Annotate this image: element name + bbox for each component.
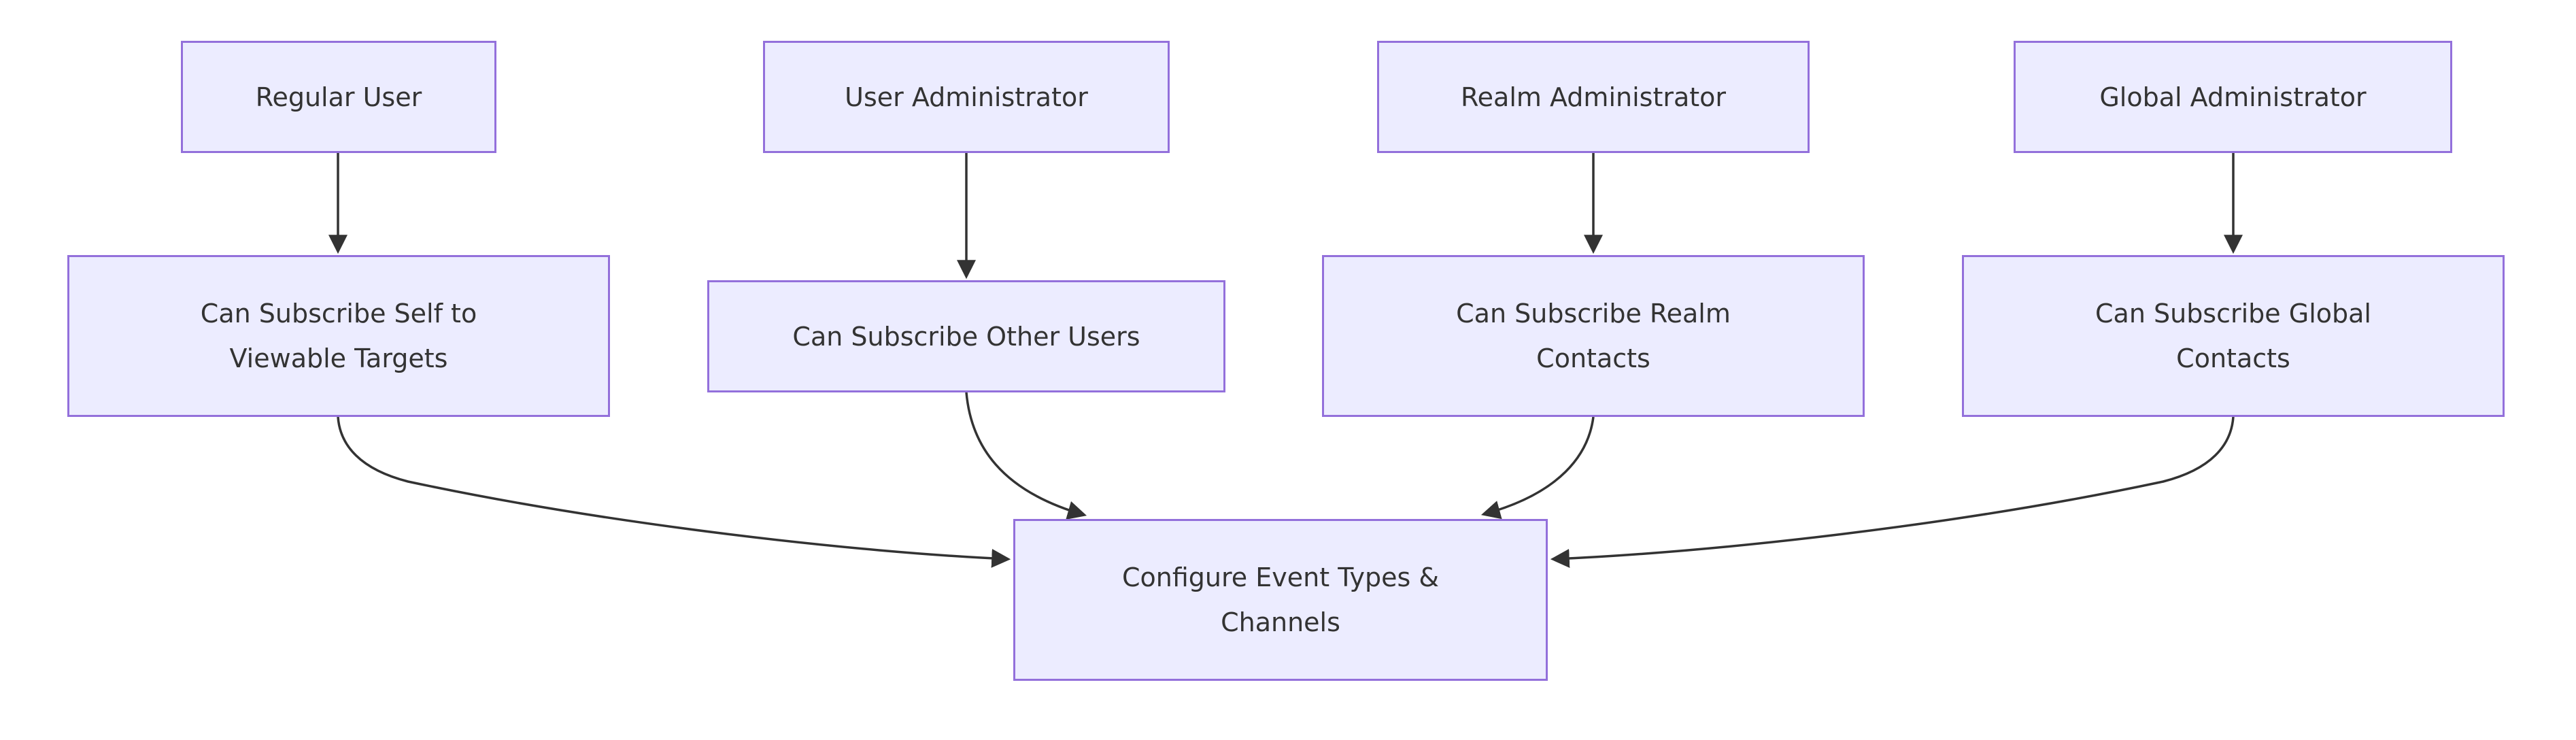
node-subscribe-other-users: Can Subscribe Other Users [707, 280, 1225, 392]
edge-subscribe-other-to-configure [965, 392, 1087, 520]
node-global-administrator: Global Administrator [2014, 41, 2452, 153]
edge-subscribe-global-to-configure [1550, 416, 2235, 568]
node-realm-administrator: Realm Administrator [1377, 41, 1810, 153]
node-label: Contacts [1536, 343, 1650, 373]
node-label: User Administrator [845, 82, 1088, 112]
node-label: Can Subscribe Other Users [792, 321, 1140, 352]
node-label: Realm Administrator [1460, 82, 1727, 112]
node-subscribe-self: Can Subscribe Self to Viewable Targets [67, 255, 610, 417]
node-subscribe-realm-contacts: Can Subscribe Realm Contacts [1322, 255, 1865, 417]
edge-subscribe-self-to-configure [337, 416, 1011, 568]
node-label: Regular User [255, 82, 422, 112]
node-regular-user: Regular User [181, 41, 496, 153]
node-label: Viewable Targets [229, 343, 448, 373]
node-label: Contacts [2176, 343, 2290, 373]
node-label: Configure Event Types & [1122, 562, 1439, 592]
node-label: Global Administrator [2099, 82, 2367, 112]
node-user-administrator: User Administrator [763, 41, 1170, 153]
node-label: Channels [1221, 607, 1340, 637]
edge-subscribe-realm-to-configure [1480, 416, 1595, 520]
node-subscribe-global-contacts: Can Subscribe Global Contacts [1962, 255, 2505, 417]
node-label: Can Subscribe Realm [1456, 299, 1731, 329]
node-label: Can Subscribe Self to [200, 299, 477, 329]
node-configure-event-types: Configure Event Types & Channels [1013, 519, 1548, 681]
node-label: Can Subscribe Global [2095, 299, 2371, 329]
